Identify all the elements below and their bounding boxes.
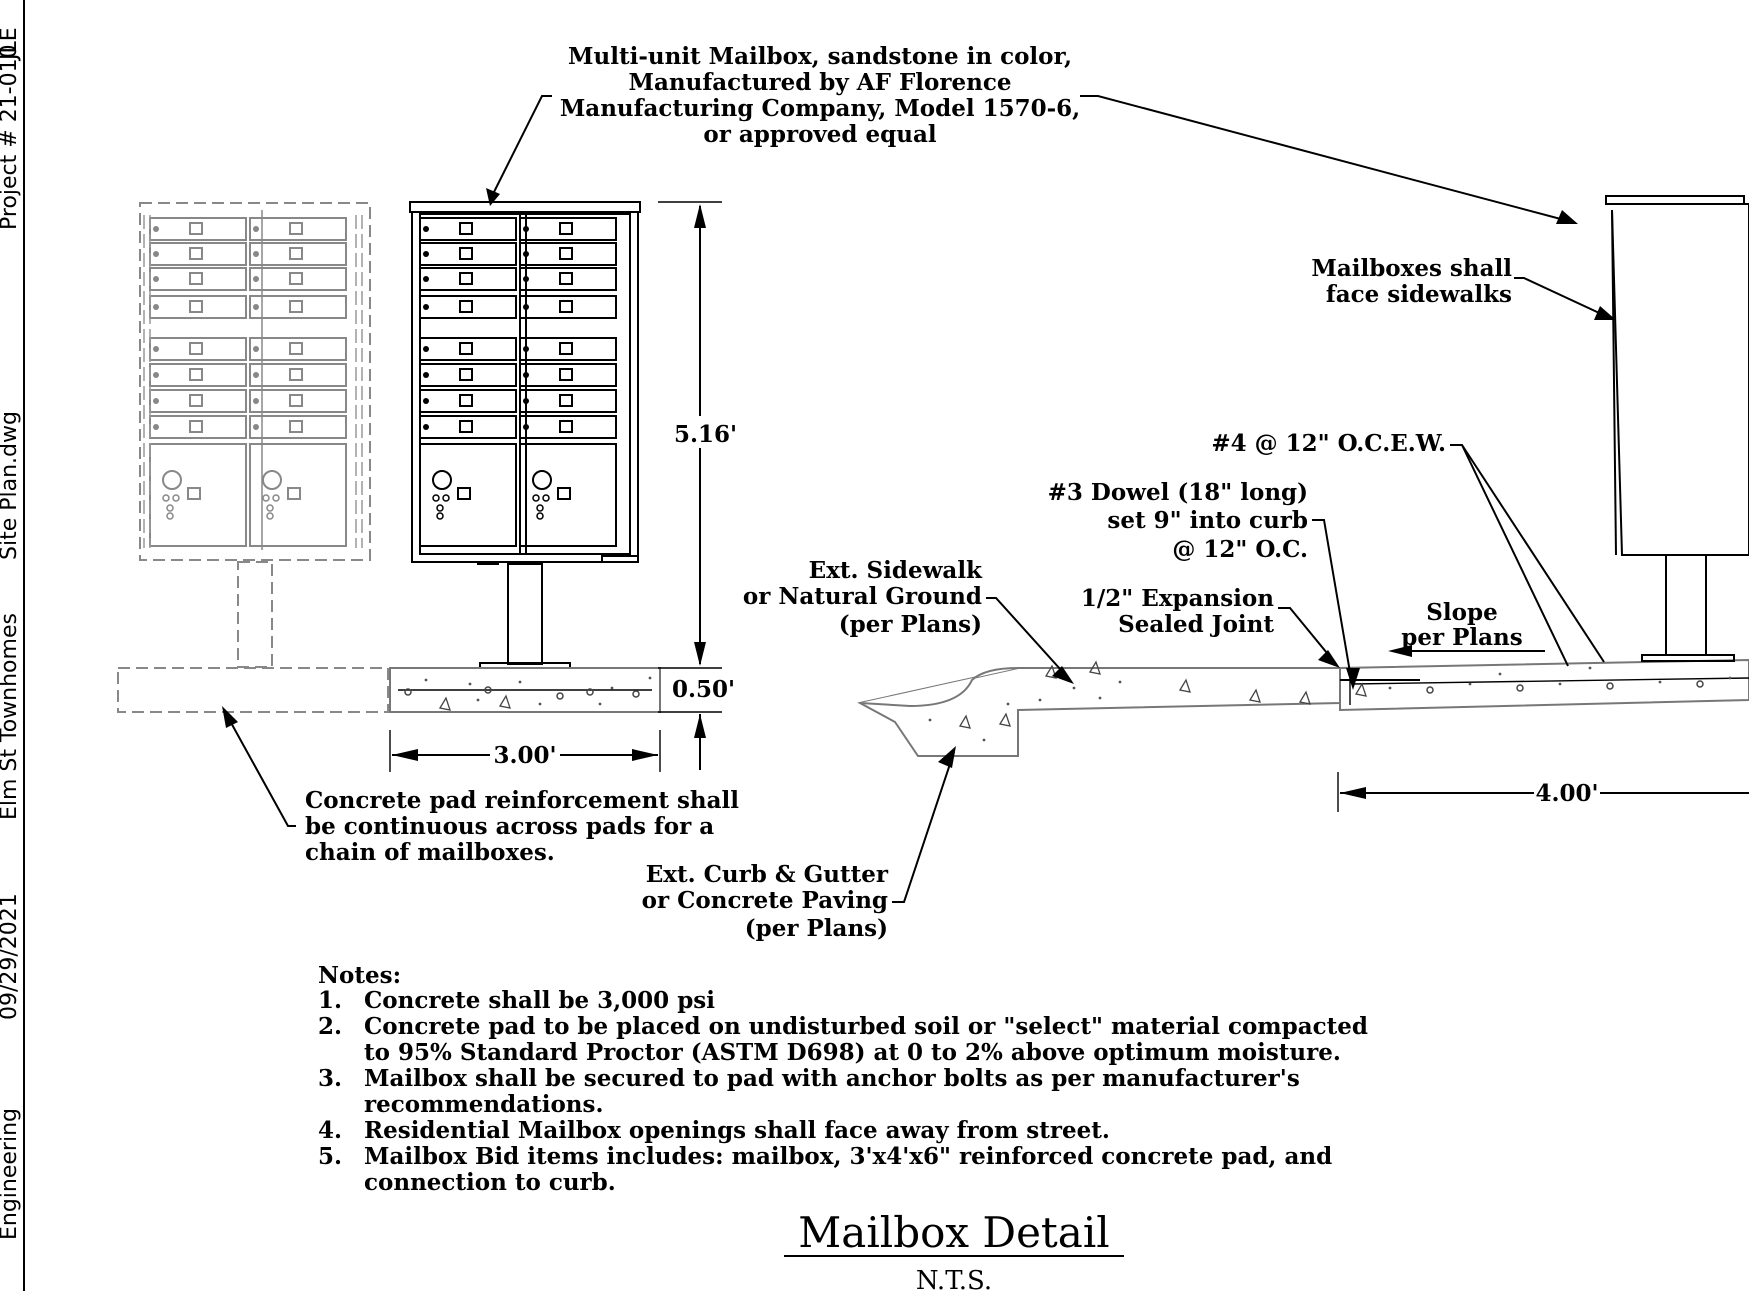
note-text: Mailbox shall be secured to pad with anc…	[364, 1065, 1300, 1092]
pad-reinforcement-line-3: chain of mailboxes.	[305, 839, 555, 866]
note-number: 5.	[318, 1143, 342, 1170]
curb-gutter-line-3: (per Plans)	[745, 915, 888, 942]
mailbox-spec-line-1: Multi-unit Mailbox, sandstone in color,	[568, 43, 1072, 70]
curb-gutter-line-1: Ext. Curb & Gutter	[646, 861, 889, 888]
mailbox-compartment-door	[419, 415, 517, 439]
rebar-callout: #4 @ 12" O.C.E.W.	[1211, 430, 1605, 667]
mailbox-compartment-door	[419, 363, 517, 387]
note-text: Residential Mailbox openings shall face …	[364, 1117, 1110, 1144]
detail-scale: N.T.S.	[916, 1266, 992, 1291]
side-date: 09/29/2021	[0, 893, 22, 1020]
pad-length-dimension: 4.00'	[1337, 772, 1749, 812]
sidewalk-line-2: or Natural Ground	[743, 583, 982, 610]
note-text: Mailbox Bid items includes: mailbox, 3'x…	[364, 1143, 1332, 1170]
height-dimension-label: 5.16'	[674, 421, 737, 448]
pad-width-dimension: 3.00'	[389, 730, 661, 772]
slope-callout: Slope per Plans	[1388, 599, 1545, 657]
pad-thickness-label: 0.50'	[672, 676, 735, 703]
mailbox-compartment-door	[419, 267, 517, 291]
mailbox-spec-line-3: Manufacturing Company, Model 1570-6,	[560, 95, 1080, 122]
main-concrete-pad	[389, 667, 661, 713]
mailbox-compartment-door	[519, 415, 617, 439]
expansion-line-2: Sealed Joint	[1118, 611, 1274, 638]
parcel-locker-door	[519, 443, 617, 547]
pad-thickness-dimension: 0.50'	[658, 676, 735, 770]
curb-gutter-callout: Ext. Curb & Gutter or Concrete Paving (p…	[642, 746, 956, 942]
mailbox-compartment-door	[419, 217, 517, 241]
detail-title: Mailbox Detail	[798, 1208, 1109, 1257]
expansion-line-1: 1/2" Expansion	[1081, 585, 1274, 612]
height-dimension: 5.16'	[658, 201, 737, 669]
notes-block: Notes: 1. Concrete shall be 3,000 psi 2. Co…	[318, 962, 1368, 1196]
dowel-callout: #3 Dowel (18" long) set 9" into curb @ 1…	[1048, 479, 1360, 690]
sidewalk-line-1: Ext. Sidewalk	[809, 557, 983, 584]
mailbox-compartment-door	[519, 295, 617, 319]
rebar-label: #4 @ 12" O.C.E.W.	[1211, 430, 1446, 457]
expansion-joint-callout: 1/2" Expansion Sealed Joint	[1081, 585, 1340, 668]
note-text: recommendations.	[364, 1091, 604, 1118]
mailbox-spec-line-4: or approved equal	[703, 121, 936, 148]
face-sidewalks-line-2: face sidewalks	[1326, 281, 1512, 308]
face-sidewalks-callout: Mailboxes shall face sidewalks	[1311, 255, 1616, 320]
mailbox-compartment-door	[519, 337, 617, 361]
side-project-no: Project # 21-010	[0, 44, 22, 230]
dowel-line-3: @ 12" O.C.	[1172, 536, 1308, 563]
note-text: to 95% Standard Proctor (ASTM D698) at 0…	[364, 1039, 1341, 1066]
section-view	[857, 658, 1749, 757]
pad-width-label: 3.00'	[493, 742, 556, 769]
note-number: 4.	[318, 1117, 342, 1144]
mailbox-compartment-door	[419, 295, 517, 319]
face-sidewalks-line-1: Mailboxes shall	[1311, 255, 1512, 282]
side-file: Site Plan.dwg	[0, 411, 22, 560]
side-initials: JLE	[0, 27, 22, 62]
mailbox-compartment-door	[419, 389, 517, 413]
note-text: Concrete shall be 3,000 psi	[364, 987, 715, 1014]
title-block: Mailbox Detail N.T.S.	[784, 1208, 1124, 1291]
note-text: connection to curb.	[364, 1169, 616, 1196]
mailbox-compartment-door	[519, 217, 617, 241]
mailbox-compartment-door	[519, 267, 617, 291]
dowel-line-2: set 9" into curb	[1107, 507, 1308, 534]
side-engineering: Engineering	[0, 1108, 22, 1240]
slope-line-1: Slope	[1426, 599, 1497, 626]
adjacent-mailbox-ghost	[117, 202, 389, 713]
mailbox-compartment-door	[519, 389, 617, 413]
mailbox-spec-line-2: Manufactured by AF Florence	[629, 69, 1012, 96]
pad-reinforcement-line-1: Concrete pad reinforcement shall	[305, 787, 739, 814]
pad-reinforcement-line-2: be continuous across pads for a	[305, 813, 714, 840]
mailbox-compartment-door	[519, 242, 617, 266]
curb-gutter-line-2: or Concrete Paving	[642, 887, 888, 914]
mailbox-compartment-door	[519, 363, 617, 387]
mailbox-front-elevation	[409, 201, 641, 669]
dowel-line-1: #3 Dowel (18" long)	[1048, 479, 1308, 506]
pad-reinforcement-callout: Concrete pad reinforcement shall be cont…	[222, 706, 739, 866]
slope-line-2: per Plans	[1401, 624, 1522, 651]
sidewalk-callout: Ext. Sidewalk or Natural Ground (per Pla…	[743, 557, 1074, 684]
mailbox-compartment-door	[419, 242, 517, 266]
notes-heading: Notes:	[318, 962, 401, 989]
note-number: 2.	[318, 1013, 342, 1040]
side-project-name: Elm St Townhomes	[0, 613, 22, 820]
mailbox-side-elevation	[1605, 195, 1749, 662]
side-strip: Engineering 09/29/2021 Elm St Townhomes …	[0, 0, 25, 1291]
pad-length-label: 4.00'	[1535, 780, 1598, 807]
parcel-locker-door	[419, 443, 517, 547]
mailbox-compartment-door	[419, 337, 517, 361]
note-text: Concrete pad to be placed on undisturbed…	[364, 1013, 1368, 1040]
sidewalk-line-3: (per Plans)	[839, 611, 982, 638]
mailbox-spec-callout: Multi-unit Mailbox, sandstone in color, …	[486, 43, 1578, 224]
note-number: 1.	[318, 987, 342, 1014]
note-number: 3.	[318, 1065, 342, 1092]
